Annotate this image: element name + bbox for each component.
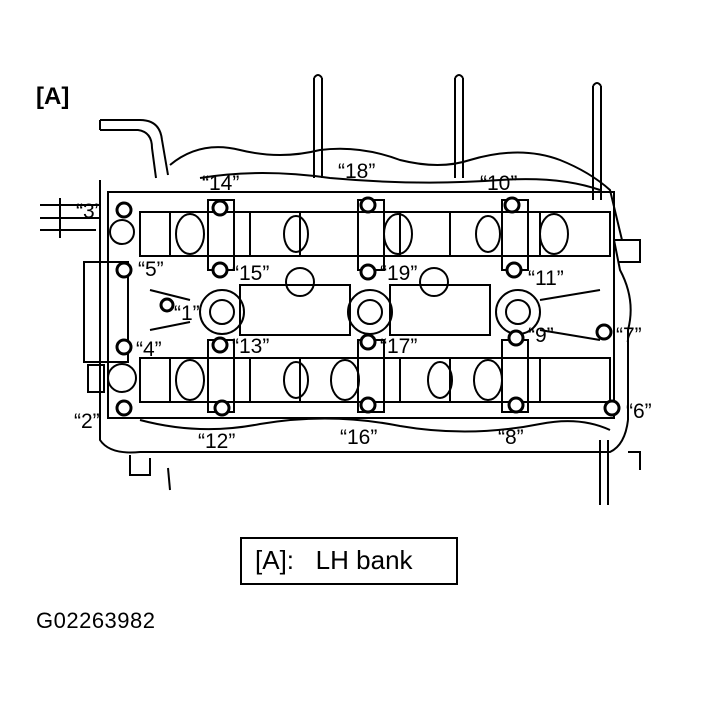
figure-code: G02263982 <box>36 608 156 633</box>
bolt-11 <box>505 261 523 279</box>
bolt-15 <box>211 261 229 279</box>
bolt-label-2: “2” <box>74 410 100 433</box>
bolt-5 <box>115 261 133 279</box>
legend-text: [A]: LH bank <box>255 545 413 575</box>
legend-box <box>240 537 458 585</box>
bolt-18 <box>359 196 377 214</box>
view-label: [A] <box>36 83 69 110</box>
bolt-14 <box>211 199 229 217</box>
bolt-label-10: “10” <box>480 172 517 195</box>
bolt-label-9: “9” <box>528 324 554 347</box>
bolt-label-19: “19” <box>380 262 417 285</box>
bolt-label-16: “16” <box>340 426 377 449</box>
bolt-label-13: “13” <box>232 335 269 358</box>
bolt-3 <box>115 201 133 219</box>
bolt-2 <box>115 399 133 417</box>
bolt-labels: “1” “2” “3” “4” “5” “6” “7” “8” “9” “10”… <box>74 160 652 453</box>
bolt-6 <box>603 399 621 417</box>
bolt-label-6: “6” <box>626 400 652 423</box>
bolt-9 <box>507 329 525 347</box>
bolt-13 <box>211 336 229 354</box>
bolt-label-1: “1” <box>174 302 200 325</box>
bolt-8 <box>507 396 525 414</box>
bolt-label-14: “14” <box>202 172 239 195</box>
bolt-label-7: “7” <box>616 324 642 347</box>
bolt-17 <box>359 333 377 351</box>
engine-drawing <box>40 74 641 505</box>
bolt-10 <box>503 196 521 214</box>
bolt-label-17: “17” <box>380 335 417 358</box>
bolt-label-12: “12” <box>198 430 235 453</box>
bolt-19 <box>359 263 377 281</box>
bolt-7 <box>595 323 613 341</box>
bolt-label-8: “8” <box>498 426 524 449</box>
bolt-12 <box>213 399 231 417</box>
bolt-label-11: “11” <box>528 267 564 290</box>
bolt-label-3: “3” <box>76 200 102 223</box>
bolt-label-5: “5” <box>138 258 164 281</box>
bolt-label-4: “4” <box>136 338 162 361</box>
bolts <box>115 196 621 417</box>
bolt-1 <box>159 297 175 313</box>
bolt-label-15: “15” <box>232 262 269 285</box>
bolt-4 <box>115 338 133 356</box>
bolt-label-18: “18” <box>338 160 375 183</box>
bolt-16 <box>359 396 377 414</box>
